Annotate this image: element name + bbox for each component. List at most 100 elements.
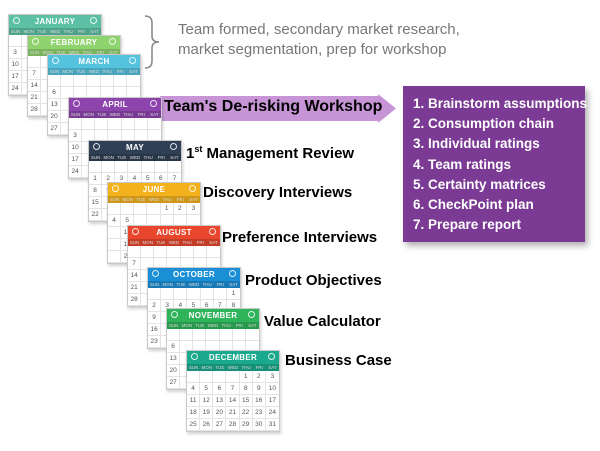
day-header: WED — [207, 323, 219, 328]
calendar-date-cell — [108, 227, 122, 239]
day-header: TUE — [76, 69, 86, 74]
prev-month-icon — [93, 143, 100, 150]
day-header: WED — [227, 365, 239, 370]
day-header: THU — [162, 197, 172, 202]
calendar-date-cell: 29 — [239, 419, 253, 431]
day-header: FRI — [137, 112, 145, 117]
day-header: SUN — [49, 69, 60, 74]
day-header: FRI — [77, 29, 85, 34]
calendar-date-cell — [108, 251, 122, 263]
calendar-date-cell: 5 — [200, 383, 214, 395]
calendar-header: DECEMBER — [187, 351, 279, 364]
calendar-date-cell: 7 — [128, 258, 142, 270]
day-header: MON — [83, 112, 94, 117]
calendar-date-cell: 16 — [252, 395, 266, 407]
day-header: WED — [188, 282, 200, 287]
calendar-date-cell: 1 — [226, 288, 240, 300]
day-header: FRI — [216, 282, 224, 287]
day-header: TUE — [215, 365, 225, 370]
day-header: MON — [62, 69, 73, 74]
milestone-management-review-text: Management Review — [202, 145, 355, 162]
calendar-date-cell: 24 — [69, 166, 83, 178]
calendar-header: OCTOBER — [148, 268, 240, 281]
milestone-ordinal-suffix: st — [194, 144, 203, 154]
calendar-date-cell: 20 — [213, 407, 227, 419]
calendar-date-cell: 2 — [173, 203, 187, 215]
calendar-month-title: DECEMBER — [208, 353, 258, 362]
calendar-date-cell — [213, 371, 227, 383]
day-header: THU — [182, 240, 192, 245]
calendar-date-cell: 13 — [48, 99, 62, 111]
calendar-date-cell: 15 — [89, 197, 103, 209]
calendar-date-cell: 7 — [226, 383, 240, 395]
prev-month-icon — [73, 100, 80, 107]
day-header: MON — [103, 155, 114, 160]
calendar-date-cell — [69, 118, 83, 130]
calendar-date-cell — [102, 161, 116, 173]
calendar-date-cell: 19 — [200, 407, 214, 419]
calendar-date-cell: 27 — [213, 419, 227, 431]
calendar-date-cell: 1 — [239, 371, 253, 383]
calendar-date-cell: 21 — [128, 282, 142, 294]
calendar-month-title: MAY — [126, 143, 144, 152]
calendar-date-cell: 3 — [186, 203, 200, 215]
calendar-date-cell: 9 — [148, 312, 162, 324]
calendar-date-cell — [154, 161, 168, 173]
calendar-date-cell — [87, 75, 101, 87]
calendar-date-cell: 3 — [69, 130, 83, 142]
calendar-date-cell: 12 — [200, 395, 214, 407]
day-header: WED — [148, 197, 160, 202]
day-header: FRI — [176, 197, 184, 202]
day-header: WED — [68, 50, 80, 55]
note-line-2: market segmentation, prep for workshop — [178, 41, 447, 58]
calendar-header: JUNE — [108, 183, 200, 196]
day-header: MON — [122, 197, 133, 202]
calendar-date-cell: 4 — [187, 383, 201, 395]
calendar-date-cell: 23 — [148, 336, 162, 348]
calendar-date-cell — [147, 118, 161, 130]
calendar-header: FEBRUARY — [28, 36, 120, 49]
calendar-date-cell: 10 — [9, 59, 23, 71]
calendar-header: AUGUST — [128, 226, 220, 239]
calendar-date-cell: 14 — [28, 80, 42, 92]
calendar-date-cell — [180, 246, 194, 258]
day-header: TUE — [117, 155, 127, 160]
calendar-date-cell: 16 — [148, 324, 162, 336]
day-header: FRI — [196, 240, 204, 245]
calendar-month-title: AUGUST — [156, 228, 192, 237]
calendar-date-cell: 28 — [128, 294, 142, 306]
day-header: WED — [49, 29, 61, 34]
day-header: SAT — [109, 50, 118, 55]
next-month-icon — [248, 311, 255, 318]
calendar-date-cell: 20 — [48, 111, 62, 123]
calendar-month-title: MARCH — [78, 57, 110, 66]
day-header: THU — [82, 50, 92, 55]
calendar-date-cell: 15 — [239, 395, 253, 407]
day-header: WED — [168, 240, 180, 245]
next-month-icon — [109, 38, 116, 45]
calendar-date-cell — [200, 371, 214, 383]
calendar-date-cell: 10 — [69, 142, 83, 154]
day-header: SUN — [129, 240, 140, 245]
curly-brace-icon — [144, 15, 160, 69]
calendar-date-cell: 17 — [9, 71, 23, 83]
next-month-icon — [150, 100, 157, 107]
next-month-icon — [229, 270, 236, 277]
day-header: TUE — [56, 50, 66, 55]
calendar-date-cell — [226, 371, 240, 383]
calendar-date-cell: 28 — [28, 104, 42, 116]
calendar-date-cell — [206, 329, 220, 341]
calendar-date-cell — [147, 203, 161, 215]
day-header: MON — [162, 282, 173, 287]
workshop-step: 4. Team ratings — [413, 156, 512, 172]
calendar-date-cell: 14 — [226, 395, 240, 407]
pre-workshop-note: Team formed, secondary market research, … — [178, 20, 508, 60]
calendar-date-cell — [82, 118, 96, 130]
calendar-date-cell: 24 — [265, 407, 279, 419]
calendar-date-cell: 6 — [167, 341, 181, 353]
